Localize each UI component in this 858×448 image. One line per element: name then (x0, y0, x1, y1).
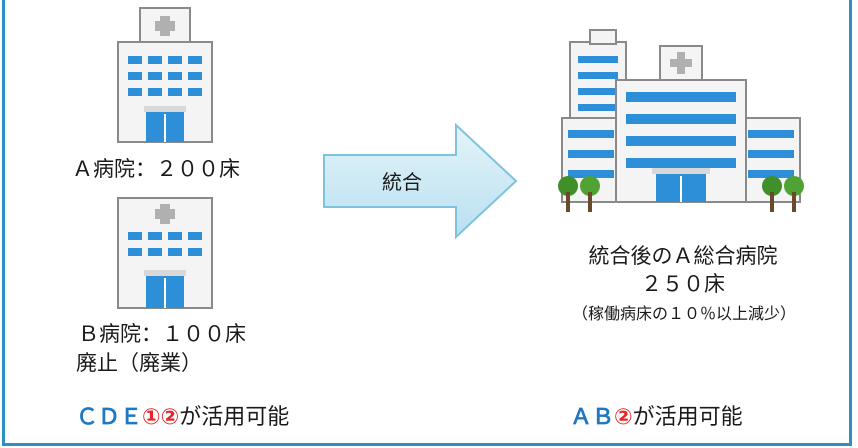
footer-right-prefix: ＡＢ (570, 405, 615, 430)
footer-left-suffix: が活用可能 (179, 405, 290, 430)
merged-hospital-note: （稼働病床の１０％以上減少） (571, 304, 796, 323)
merged-hospital-building-icon (558, 29, 804, 212)
merge-arrow-label: 統合 (382, 170, 422, 194)
hospital-b-label: Ｂ病院：１００床 (78, 322, 246, 346)
footer-right: ＡＢ②が活用可能 (570, 399, 743, 431)
hospital-b-building-icon (117, 197, 213, 309)
merged-hospital-beds: ２５０床 (641, 272, 725, 296)
footer-right-suffix: が活用可能 (632, 405, 743, 430)
hospital-b-status: 廃止（廃業） (76, 351, 202, 375)
hospital-a-label: Ａ病院：２００床 (72, 157, 240, 181)
merge-arrow (323, 123, 518, 239)
footer-left-circled: ①② (142, 405, 180, 430)
footer-left-prefix: ＣＤＥ (76, 405, 143, 430)
hospital-a-building-icon (117, 7, 213, 143)
footer-right-circled: ② (614, 405, 633, 430)
footer-left: ＣＤＥ①②が活用可能 (76, 399, 289, 431)
merged-hospital-name: 統合後のＡ総合病院 (588, 244, 778, 268)
